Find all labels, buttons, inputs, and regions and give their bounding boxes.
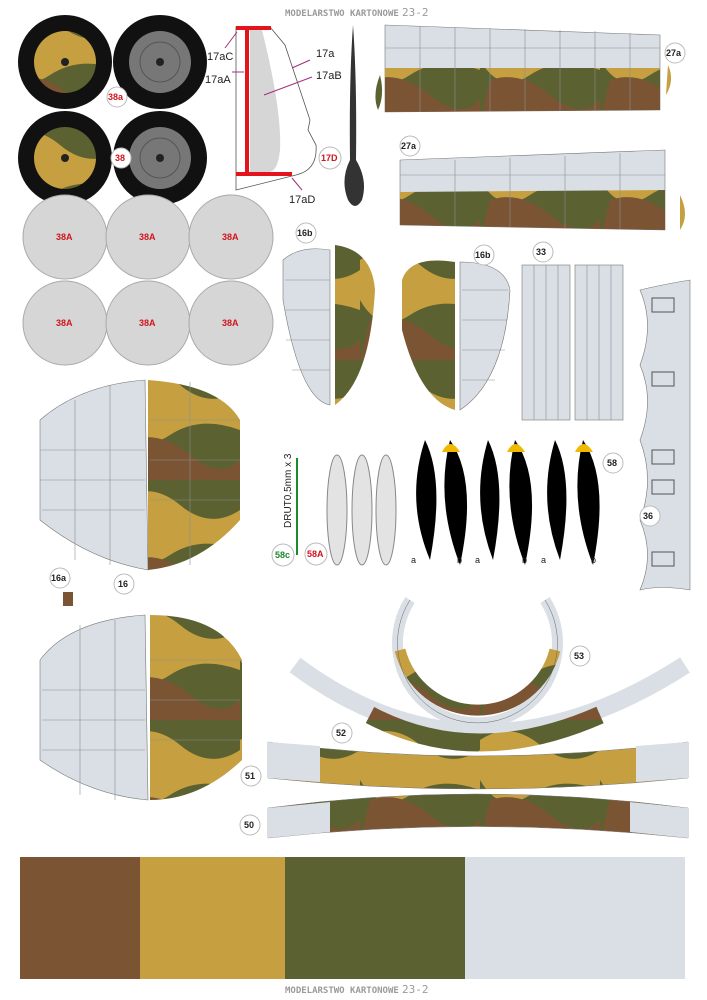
- part-16b-left: [282, 245, 375, 406]
- label-27a-bottom: 27a: [401, 141, 417, 151]
- part-27a-upper: [375, 24, 672, 113]
- svg-text:a: a: [541, 555, 546, 565]
- label-33: 33: [536, 247, 546, 257]
- label-36: 36: [643, 511, 653, 521]
- label-16a: 16a: [51, 573, 67, 583]
- label-58c: 58c: [275, 550, 290, 560]
- label-51: 51: [245, 771, 255, 781]
- part-36-column: [639, 279, 691, 591]
- label-17aA: 17aA: [205, 74, 231, 86]
- swatch-brown: [20, 857, 140, 979]
- part-53-ring: [392, 597, 563, 729]
- propeller-blades-58: a b a b a b: [411, 440, 600, 565]
- label-16b-right: 16b: [475, 250, 491, 260]
- part-16-upper: [39, 379, 240, 571]
- part-17a: 17aC 17aA 17a 17aB 17aD: [205, 26, 342, 206]
- swatch-green: [285, 857, 465, 979]
- wheel-grey-2: [113, 111, 207, 205]
- label-17D: 17D: [321, 153, 338, 163]
- footer-issue: 23-2: [402, 983, 429, 996]
- svg-text:38A: 38A: [56, 318, 73, 328]
- part-51-band: [267, 741, 689, 790]
- footer-title: MODELARSTWO KARTONOWE: [285, 986, 399, 996]
- label-17aD: 17aD: [289, 194, 315, 206]
- svg-text:a: a: [411, 555, 416, 565]
- discs-38A: 38A 38A 38A 38A 38A 38A: [22, 194, 274, 366]
- svg-text:b: b: [522, 555, 527, 565]
- swatch-tan: [140, 857, 285, 979]
- label-wire: DRUT0,5mm x 3: [283, 453, 294, 528]
- label-38: 38: [115, 153, 125, 163]
- part-16-lower: [39, 614, 242, 801]
- label-17a: 17a: [316, 48, 335, 60]
- label-53: 53: [574, 651, 584, 661]
- svg-text:38A: 38A: [222, 232, 239, 242]
- svg-text:38A: 38A: [222, 318, 239, 328]
- part-16a: [63, 592, 73, 606]
- wheel-grey-1: [113, 15, 207, 109]
- header-title: MODELARSTWO KARTONOWE: [285, 9, 399, 19]
- part-52-arc: [289, 657, 690, 752]
- parts-58A: [326, 454, 397, 566]
- wheel-camo-2: [18, 111, 112, 205]
- header-issue: 23-2: [402, 6, 429, 19]
- wheel-camo-1: [18, 15, 112, 109]
- label-16: 16: [118, 579, 128, 589]
- svg-text:38A: 38A: [139, 318, 156, 328]
- label-58: 58: [607, 458, 617, 468]
- label-17aB: 17aB: [316, 70, 342, 82]
- svg-text:38A: 38A: [139, 232, 156, 242]
- label-58A: 58A: [307, 549, 324, 559]
- part-17D-blade: [344, 25, 364, 206]
- label-38a: 38a: [108, 92, 124, 102]
- part-33-panels: [521, 264, 624, 421]
- label-52: 52: [336, 728, 346, 738]
- label-50: 50: [244, 820, 254, 830]
- label-27a-top: 27a: [666, 48, 682, 58]
- label-16b-left: 16b: [297, 228, 313, 238]
- svg-text:b: b: [591, 555, 596, 565]
- swatch-light-grey: [465, 857, 685, 979]
- part-50-band: [267, 793, 689, 839]
- svg-text:b: b: [457, 555, 462, 565]
- part-16b-right: [402, 260, 511, 411]
- part-27a-lower: [399, 149, 685, 231]
- svg-text:38A: 38A: [56, 232, 73, 242]
- svg-text:a: a: [475, 555, 480, 565]
- label-17aC: 17aC: [207, 51, 233, 63]
